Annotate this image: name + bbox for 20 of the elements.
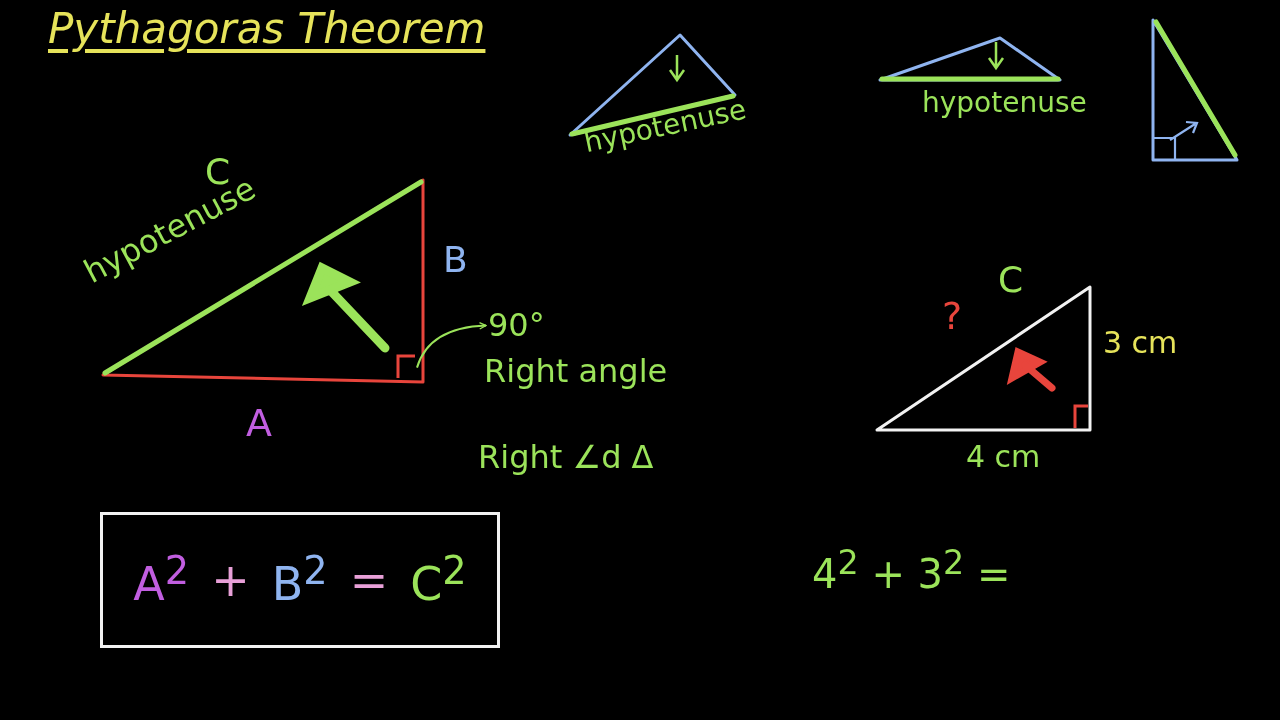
- equation-term: C$^{2}$: [410, 548, 467, 612]
- question-mark: ?: [942, 296, 963, 338]
- side-label: C: [205, 152, 231, 192]
- equation-term: A$^{2}$: [133, 548, 190, 612]
- side-label: hypotenuse: [922, 88, 1087, 119]
- equation-term: B$^{2}$: [271, 548, 328, 612]
- equation-term: +: [211, 553, 250, 607]
- side-label: A: [246, 403, 272, 445]
- side-label: B: [443, 240, 468, 280]
- dimension-label: 4 cm: [966, 440, 1041, 473]
- right-angle-mark: [395, 352, 417, 378]
- equation: 4$^{2}$ + 3$^{2}$ =: [812, 545, 1011, 597]
- title: Pythagoras Theorem: [48, 6, 486, 53]
- angle-label: 90°: [488, 308, 545, 344]
- note: Right ∠d Δ: [478, 440, 654, 476]
- note: Right angle: [484, 354, 668, 390]
- side-label: C: [998, 260, 1024, 300]
- formula-box: [100, 512, 500, 648]
- dimension-label: 3 cm: [1103, 326, 1178, 359]
- equation-term: =: [349, 553, 389, 607]
